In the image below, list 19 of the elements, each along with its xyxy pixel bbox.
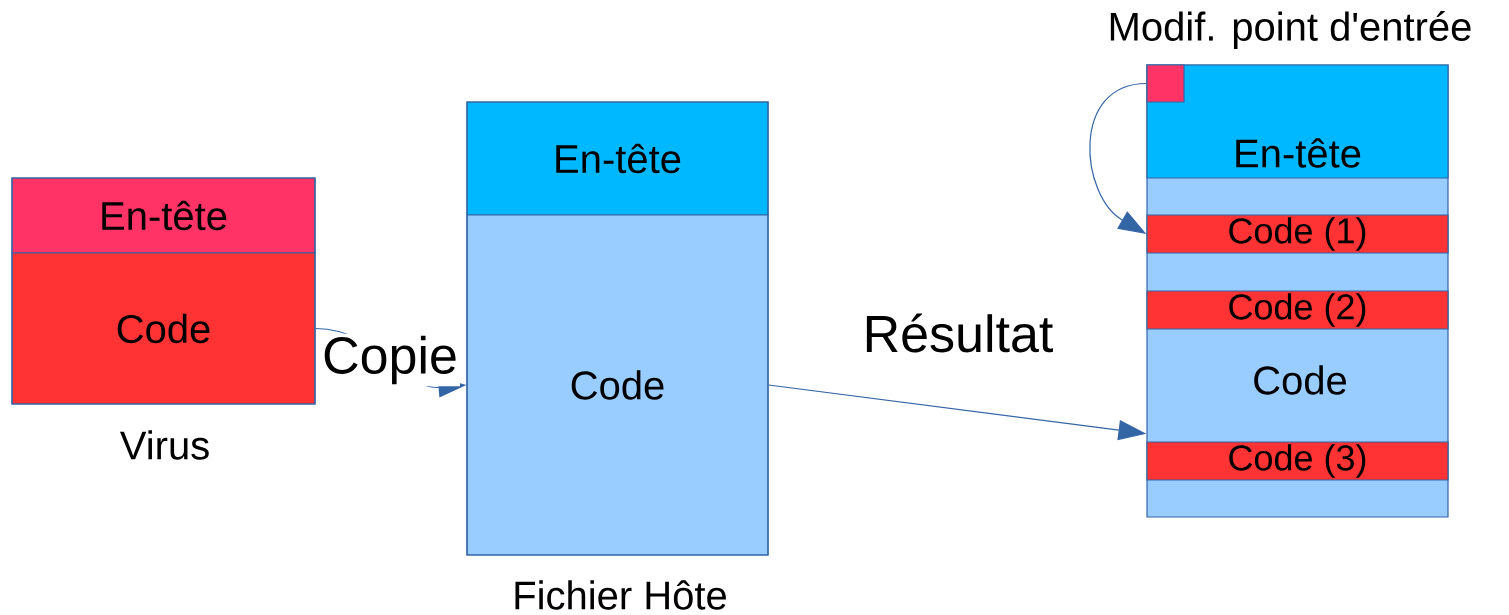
- entry-point-square: [1146, 64, 1185, 103]
- section-band: Code (3): [1146, 441, 1449, 481]
- section-label: Code: [1254, 365, 1346, 395]
- section-band: En-tête: [466, 101, 769, 216]
- edge-label: Copie: [320, 333, 460, 387]
- section-band: [1146, 64, 1449, 179]
- section-band: Code: [466, 214, 769, 556]
- node-label: Virus: [120, 430, 209, 460]
- file-block: [466, 101, 769, 556]
- arrow: [1089, 82, 1147, 234]
- section-band: Code (2): [1146, 290, 1449, 330]
- edge-label: Résultat: [860, 311, 1056, 355]
- section-band: Code (1): [1146, 214, 1449, 254]
- node-label: Modif. point d'entrée: [1110, 11, 1471, 49]
- node-label: Fichier Hôte: [515, 580, 726, 610]
- section-band: En-tête: [11, 177, 316, 254]
- file-block: [11, 177, 316, 405]
- section-label: En-tête: [1236, 138, 1361, 168]
- section-band: Code: [11, 252, 316, 405]
